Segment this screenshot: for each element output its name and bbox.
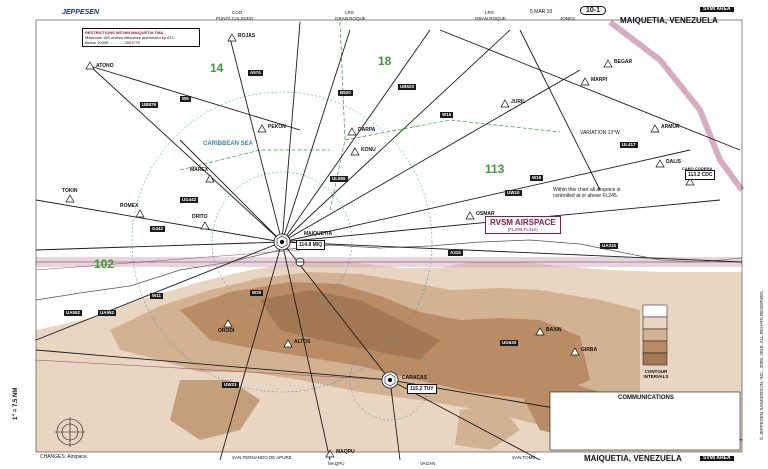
airport-symbol bbox=[295, 257, 305, 267]
footer-title: MAIQUETIA, VENEZUELA bbox=[584, 454, 682, 463]
fix-armur: ARMUR bbox=[661, 124, 680, 130]
fix-marpi: MARPI bbox=[591, 77, 608, 83]
fix-altos: ALTOS bbox=[294, 339, 311, 345]
airway-uw10: UW10 bbox=[505, 190, 522, 196]
vor-maiquetia bbox=[273, 233, 291, 251]
contour-legend bbox=[642, 304, 668, 366]
bottom-vagan: VAGAN bbox=[420, 461, 436, 466]
fix-konu: KONU bbox=[361, 147, 376, 153]
airway-ua315: UA315 bbox=[600, 243, 619, 249]
fix-juril: JURIL bbox=[511, 99, 526, 105]
chart-date: 5 MAR 10 bbox=[530, 9, 553, 15]
chart-id: 10-1 bbox=[580, 6, 607, 15]
rvsm-airspace-box: RVSM AIRSPACE (FL290-FL410) bbox=[485, 216, 561, 234]
top-fix-jones: JONES bbox=[560, 16, 576, 21]
fix-begar: BEGAR bbox=[614, 59, 633, 65]
top-fix-coo: COO bbox=[232, 10, 243, 15]
fix-romex: ROMEX bbox=[120, 203, 139, 209]
brand-text: JEPPESEN bbox=[62, 9, 99, 16]
airway-ul417: UL417 bbox=[620, 142, 638, 148]
fix-drito: DRITO bbox=[192, 214, 208, 220]
top-fix-gran-roque-2: GRAN ROQUE bbox=[475, 16, 506, 21]
airway-ub879: UB879 bbox=[140, 102, 159, 108]
footer-region: SVMI AREA bbox=[700, 456, 734, 461]
restrictions-line-2: Below 10000' ............ 250 KTS bbox=[85, 40, 141, 45]
maiquetia-vor-freq: 114.8 MIQ bbox=[296, 240, 326, 250]
airway-w6: W6 bbox=[180, 96, 191, 102]
airway-ub520: UB520 bbox=[398, 84, 417, 90]
left-scale: 1" = 7.5 NM bbox=[13, 387, 19, 420]
sector-102: 102 bbox=[94, 257, 115, 271]
airway-a574: A574 bbox=[248, 70, 263, 76]
fix-tokin: TOKIN bbox=[62, 188, 78, 194]
sector-14: 14 bbox=[210, 61, 224, 75]
top-fix-gran-roque: GRAN ROQUE bbox=[335, 16, 366, 21]
airway-ua552-west: UA552 bbox=[98, 310, 117, 316]
airway-ul655: UL655 bbox=[330, 176, 348, 182]
variation-label: VARIATION 13°W bbox=[580, 130, 620, 136]
fix-symbols bbox=[65, 33, 695, 458]
airway-uw23: UW23 bbox=[222, 382, 239, 388]
fix-baxin: BAXIN bbox=[546, 327, 562, 333]
fix-marex: MAREX bbox=[190, 167, 209, 173]
top-fix-lrs-2: LRS bbox=[485, 10, 494, 15]
changes-note: CHANGES: Airspace. bbox=[40, 454, 89, 460]
contour-intervals-label: CONTOUR INTERVALS bbox=[643, 369, 669, 379]
fix-darpa: DARPA bbox=[358, 127, 376, 133]
airway-w15: W15 bbox=[440, 112, 454, 118]
sector-18: 18 bbox=[378, 54, 392, 68]
copyright: © JEPPESEN SANDERSON, INC., 2009, 2010. … bbox=[759, 290, 764, 440]
region-tag: SVMI AREA bbox=[700, 7, 734, 12]
rvsm-label: RVSM AIRSPACE bbox=[490, 218, 556, 227]
airway-w19: W19 bbox=[530, 175, 544, 181]
airway-ug442: UG442 bbox=[180, 197, 199, 203]
rvsm-range: (FL290-FL410) bbox=[507, 227, 538, 232]
airway-ua552-east: UA552 bbox=[64, 310, 83, 316]
communications-box bbox=[549, 391, 741, 451]
fir-boundary bbox=[608, 19, 745, 192]
airway-w11: W11 bbox=[150, 293, 164, 299]
sector-113: 113 bbox=[485, 162, 505, 176]
chart-title: MAIQUETIA, VENEZUELA bbox=[620, 16, 718, 25]
range-rings bbox=[131, 91, 433, 421]
fix-orodi: ORODI bbox=[218, 328, 235, 334]
fix-cabo-codera: CABO CODERA bbox=[682, 166, 713, 171]
lat-scale bbox=[35, 20, 743, 452]
maiquetia-vor-name: MAIQUETIA bbox=[304, 231, 333, 237]
airway-a315: A315 bbox=[448, 250, 463, 256]
bottom-maqpu: MAQPU bbox=[328, 461, 345, 466]
restrictions-box: RESTRICTIONS WITHIN MAIQUETIA TMA Maximu… bbox=[82, 28, 200, 47]
fix-rojas: ROJAS bbox=[238, 33, 256, 39]
caracas-vor-freq: 115.2 TUY bbox=[407, 384, 437, 394]
caribbean-sea-label: CARIBBEAN SEA bbox=[202, 141, 253, 147]
fix-dalis: DALIS bbox=[666, 159, 681, 165]
jeppesen-logo: JEPPESEN bbox=[62, 9, 99, 16]
cdc-vor-freq: 113.2 CDC bbox=[685, 170, 716, 180]
fix-osmar: OSMAR bbox=[476, 211, 495, 217]
fix-maqpu: MAQPU bbox=[336, 449, 355, 455]
airspace-note: Within this chart all airspace is contro… bbox=[553, 187, 621, 199]
fix-girba: GIRBA bbox=[581, 347, 598, 353]
airway-ug633: UG633 bbox=[500, 340, 519, 346]
bottom-san-tome: SAN TOME bbox=[512, 455, 536, 460]
fix-pekon: PEKON bbox=[268, 124, 286, 130]
vor-caracas bbox=[381, 371, 399, 389]
restrictions-line-1: Maximum IAS unless otherwise authorized … bbox=[85, 35, 176, 40]
airway-b520: B520 bbox=[338, 90, 353, 96]
top-fix-lrs: LRS bbox=[345, 10, 354, 15]
bottom-san-fernando: SAN FERNANDO DE APURE bbox=[232, 455, 292, 460]
fix-atono: ATONO bbox=[96, 63, 114, 69]
top-fix-punta: PUNTA CALIGIDO bbox=[216, 16, 254, 21]
airway-g442: G442 bbox=[150, 226, 166, 232]
restrictions-title: RESTRICTIONS WITHIN MAIQUETIA TMA bbox=[85, 30, 164, 35]
sector-boundaries bbox=[179, 21, 561, 211]
airway-w20: W20 bbox=[250, 290, 264, 296]
compass-rose bbox=[55, 417, 85, 447]
caracas-vor-name: CARACAS bbox=[402, 375, 427, 381]
communications-title: COMMUNICATIONS bbox=[618, 395, 674, 401]
